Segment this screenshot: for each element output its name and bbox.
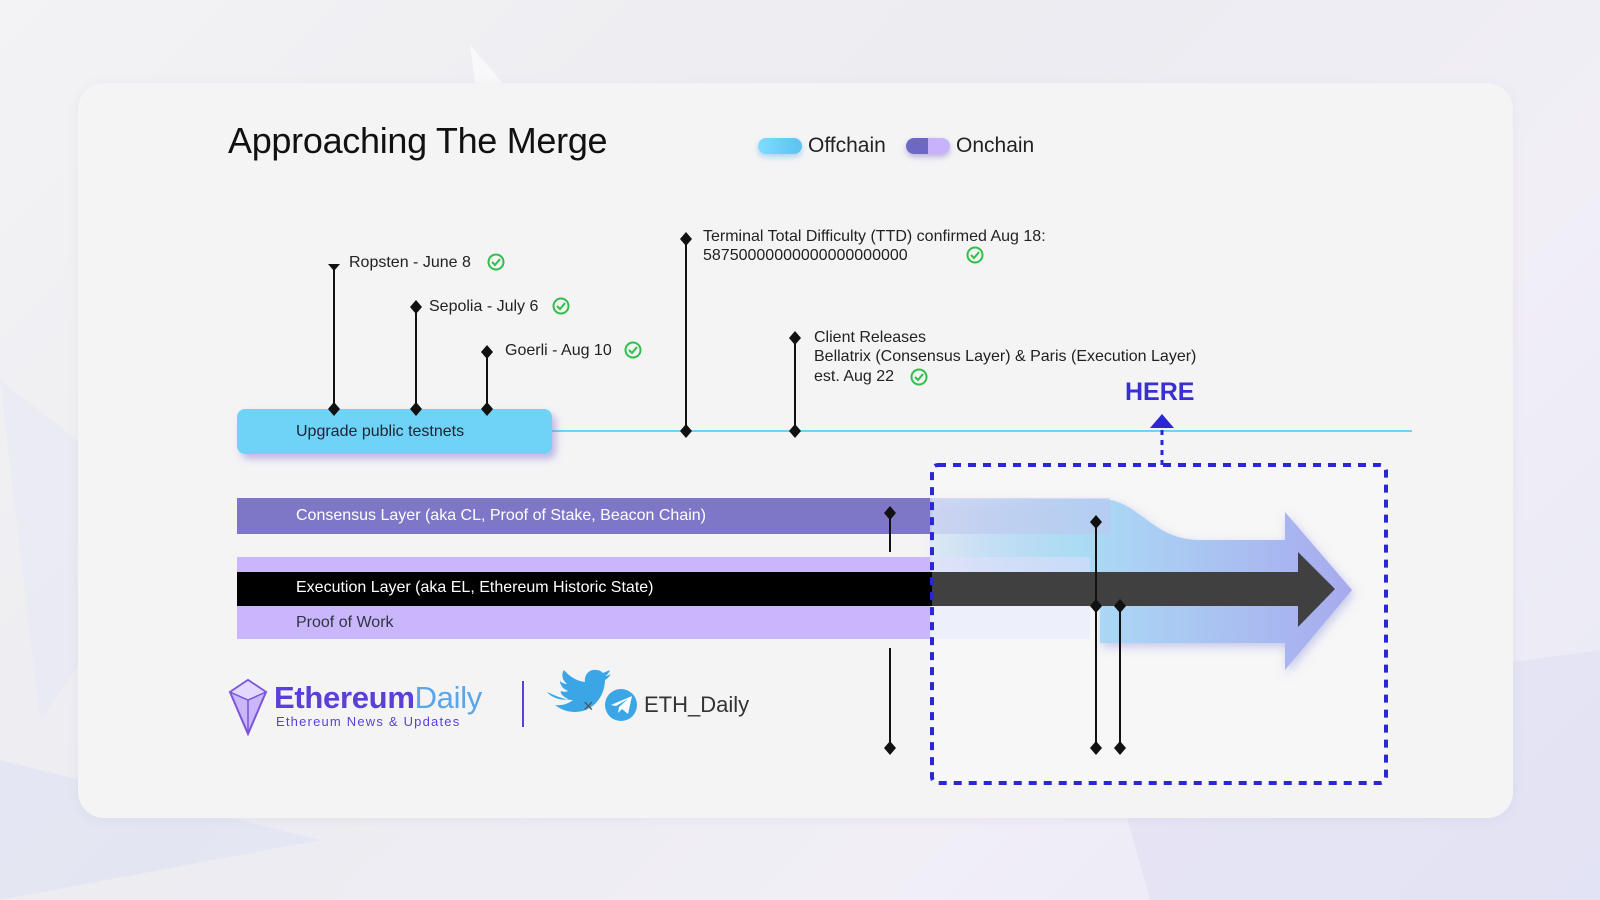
check-icon (910, 368, 928, 386)
consensus-bar (237, 498, 930, 534)
here-marker-label: HERE (1125, 378, 1195, 406)
execution-arrowhead (1298, 552, 1335, 627)
check-icon (624, 341, 642, 359)
page-title: Approaching The Merge (228, 120, 608, 161)
milestone-stems (333, 239, 1121, 748)
twitter-icon (547, 669, 611, 712)
consensus-label: Consensus Layer (aka CL, Proof of Stake,… (296, 507, 706, 524)
milestone-client-line1: Client Releases (814, 329, 927, 346)
check-icon (487, 253, 505, 271)
pow-label: Proof of Work (296, 614, 394, 631)
brand-tagline: Ethereum News & Updates (276, 714, 461, 729)
milestone-ropsten: Ropsten - June 8 (349, 254, 471, 271)
onchain-swatch (906, 138, 950, 154)
brand-name-part1: Ethereum (274, 680, 415, 715)
ethereum-daily-logo-icon (228, 678, 268, 737)
check-icon (966, 246, 984, 264)
execution-label: Execution Layer (aka EL, Ethereum Histor… (296, 579, 654, 596)
brand-separator: × (583, 696, 594, 716)
milestone-client-line3: est. Aug 22 (814, 368, 895, 385)
onchain-label: Onchain (956, 134, 1035, 157)
milestone-ttd-line1: Terminal Total Difficulty (TTD) confirme… (703, 228, 1046, 245)
check-icons (487, 246, 984, 386)
social-handle: ETH_Daily (644, 692, 750, 717)
check-icon (552, 297, 570, 315)
here-arrow-icon (1150, 414, 1174, 428)
milestone-ttd-line2: 58750000000000000000000 (703, 247, 908, 264)
brand-name-part2: Daily (414, 680, 483, 715)
offchain-label: Offchain (808, 134, 886, 157)
here-box (930, 463, 1388, 785)
milestone-client-line2: Bellatrix (Consensus Layer) & Paris (Exe… (814, 348, 1197, 365)
execution-bar (237, 572, 1307, 606)
pow-top-strip (237, 557, 930, 573)
legend-onchain: Onchain (906, 132, 1034, 160)
pow-bar (237, 606, 930, 639)
milestone-sepolia: Sepolia - July 6 (429, 298, 539, 315)
offchain-swatch (758, 138, 802, 154)
brand-name: EthereumDaily (274, 680, 482, 716)
milestone-goerli: Goerli - Aug 10 (505, 342, 612, 359)
telegram-icon (605, 689, 637, 721)
legend-offchain: Offchain (758, 132, 886, 160)
testnets-bar (237, 409, 552, 454)
milestone-diamonds (328, 232, 1126, 755)
testnets-label: Upgrade public testnets (296, 423, 465, 440)
